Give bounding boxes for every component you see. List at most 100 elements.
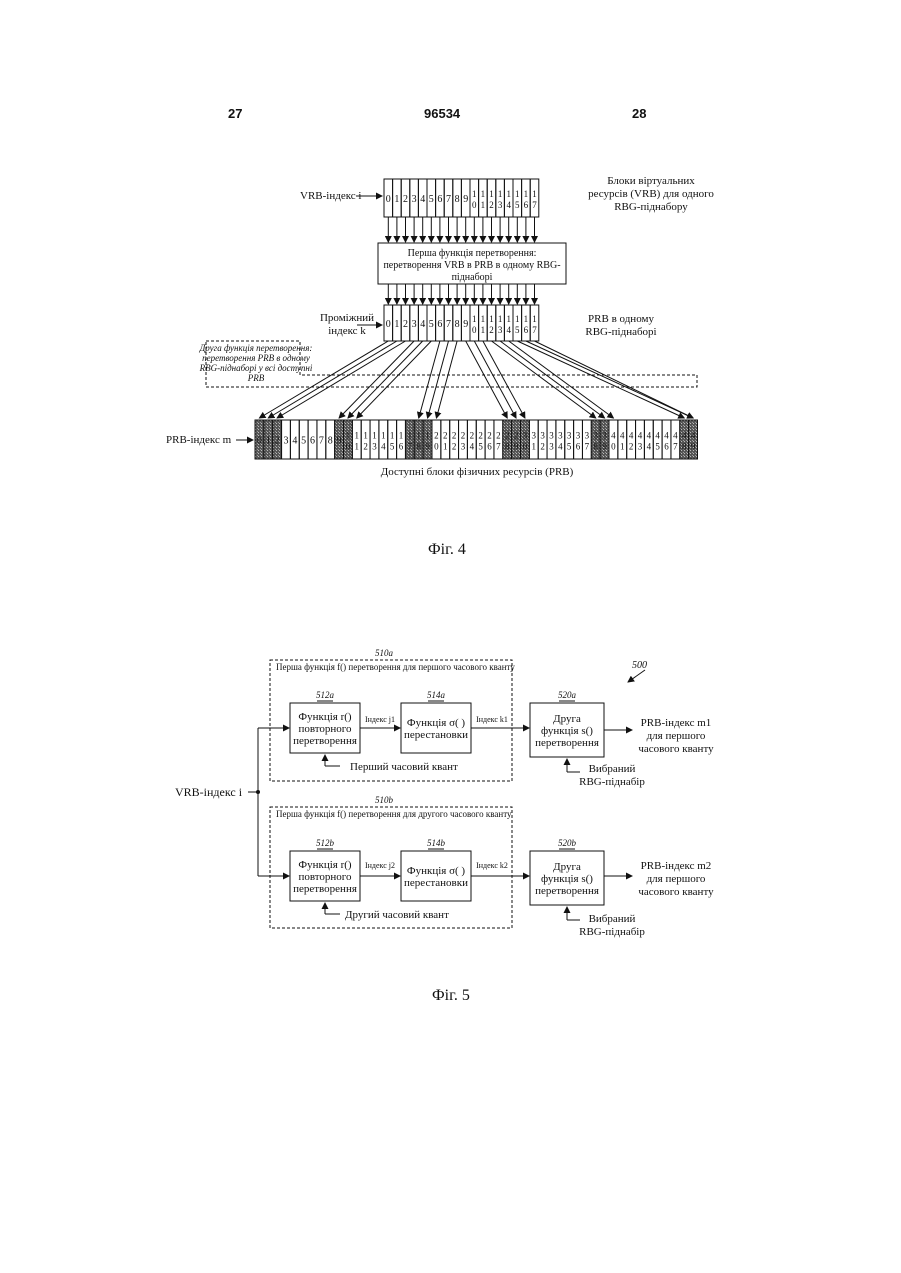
vrb-index-label: VRB-індекс i xyxy=(300,190,361,202)
k-cell-label: 7 xyxy=(532,325,537,335)
prb-cell-label: 8 xyxy=(505,442,510,452)
k-cell-label: 0 xyxy=(386,319,391,330)
intermediate-index-label: індекс k xyxy=(328,325,366,337)
prb-cell-label: 6 xyxy=(310,436,315,447)
index-k1-label: Індекс k1 xyxy=(476,715,508,724)
block-512b-text: перетворення xyxy=(293,883,357,895)
k-to-prb-arrow xyxy=(517,341,684,418)
vrb-cell-label: 6 xyxy=(437,194,442,205)
prb-cell-label: 3 xyxy=(558,431,563,441)
figure-5: 500VRB-індекс i510aПерша функція f() пер… xyxy=(175,648,714,938)
k-description: RBG-піднаборі xyxy=(585,326,656,338)
prb-cell-label: 3 xyxy=(585,431,590,441)
vrb-cell-label: 3 xyxy=(498,200,503,210)
prb-cell-label: 7 xyxy=(673,442,678,452)
vrb-cell-label: 1 xyxy=(489,189,494,199)
index-j1-label: Індекс j1 xyxy=(365,715,395,724)
block-520b-ref: 520b xyxy=(558,838,577,848)
block-514a-text: перестановки xyxy=(404,729,468,741)
vrb-cell-label: 9 xyxy=(463,194,468,205)
first-mapping-function-text: Перша функція перетворення: xyxy=(408,248,537,259)
prb-cell-label: 4 xyxy=(655,431,660,441)
k-cell-label: 2 xyxy=(489,325,494,335)
prb-cell-label: 3 xyxy=(638,442,643,452)
vrb-cell-label: 1 xyxy=(524,189,529,199)
k-cell-label: 5 xyxy=(429,319,434,330)
k-to-prb-arrow xyxy=(436,341,457,418)
prb-cell-label: 3 xyxy=(593,431,598,441)
prb-cell-label: 3 xyxy=(576,431,581,441)
group-510a-title: Перша функція f() перетворення для першо… xyxy=(276,662,515,672)
prb-cell-label: 0 xyxy=(523,442,528,452)
rbg-b-text: RBG-піднабір xyxy=(579,926,645,938)
figure-4-caption: Фіг. 4 xyxy=(428,541,466,559)
prb-cell-label: 3 xyxy=(567,431,572,441)
prb-cell-label: 3 xyxy=(540,431,545,441)
prb-cell-label: 3 xyxy=(523,431,528,441)
k-cell-label: 0 xyxy=(472,325,477,335)
vrb-cell-label: 4 xyxy=(420,194,425,205)
first-mapping-function-text: перетворення VRB в PRB в одному RBG- xyxy=(383,260,560,271)
k-to-prb-arrow xyxy=(428,341,449,418)
prb-cell-label: 2 xyxy=(629,442,634,452)
prb-cell-label: 2 xyxy=(275,436,280,447)
vrb-cell-label: 1 xyxy=(481,200,486,210)
prb-cell-label: 5 xyxy=(567,442,572,452)
k-to-prb-arrow xyxy=(535,341,694,418)
vrb-cell-label: 1 xyxy=(472,189,477,199)
output-a-text: PRB-індекс m1 xyxy=(641,717,712,729)
block-514b-text: Функція σ( ) xyxy=(407,865,466,877)
block-512a-text: повторного xyxy=(298,723,352,735)
k-cell-label: 4 xyxy=(420,319,425,330)
prb-cell-label: 9 xyxy=(602,442,607,452)
prb-cell-label: 4 xyxy=(620,431,625,441)
k-to-prb-arrow xyxy=(474,341,516,418)
prb-cell-label: 5 xyxy=(478,442,483,452)
k-description: PRB в одному xyxy=(588,313,654,325)
vrb-cell-label: 1 xyxy=(498,189,503,199)
block-512b-text: повторного xyxy=(298,871,352,883)
prb-cell-label: 1 xyxy=(399,431,404,441)
first-mapping-function-text: піднаборі xyxy=(452,272,493,283)
prb-cell-label: 9 xyxy=(425,442,430,452)
prb-cell-label: 4 xyxy=(647,442,652,452)
intermediate-index-label: Проміжний xyxy=(320,312,374,324)
vrb-description: RBG-піднабору xyxy=(614,201,688,213)
vrb-cell-label: 1 xyxy=(506,189,511,199)
prb-cell-label: 9 xyxy=(514,442,519,452)
prb-cell-label: 0 xyxy=(434,442,439,452)
group-510a-ref: 510a xyxy=(375,648,394,658)
prb-cell-label: 1 xyxy=(355,431,360,441)
k-cell-label: 5 xyxy=(515,325,520,335)
vrb-cell-label: 8 xyxy=(455,194,460,205)
k-cell-label: 1 xyxy=(394,319,399,330)
k-cell-label: 1 xyxy=(524,314,529,324)
block-514b-text: перестановки xyxy=(404,877,468,889)
vrb-cell-label: 4 xyxy=(506,200,511,210)
k-to-prb-arrow xyxy=(492,341,596,418)
block-512b-text: Функція r() xyxy=(298,859,352,871)
prb-caption: Доступні блоки фізичних ресурсів (PRB) xyxy=(381,466,574,478)
prb-cell-label: 3 xyxy=(549,431,554,441)
prb-cell-label: 2 xyxy=(443,431,448,441)
k-cell-label: 1 xyxy=(481,314,486,324)
k-to-prb-arrow xyxy=(339,341,414,418)
output-b-text: PRB-індекс m2 xyxy=(641,860,712,872)
prb-cell-label: 4 xyxy=(673,431,678,441)
block-520a-ref: 520a xyxy=(558,690,577,700)
prb-cell-label: 8 xyxy=(416,442,421,452)
block-514a-ref: 514a xyxy=(427,690,446,700)
prb-cell-label: 2 xyxy=(452,431,457,441)
index-j2-label: Індекс j2 xyxy=(365,861,395,870)
k-cell-label: 1 xyxy=(498,314,503,324)
second-mapping-function-text: PRB xyxy=(247,373,265,383)
k-to-prb-arrow xyxy=(500,341,604,418)
prb-cell-label: 3 xyxy=(602,431,607,441)
output-a-text: для першого xyxy=(647,730,706,742)
k-cell-label: 3 xyxy=(498,325,503,335)
prb-cell-label: 6 xyxy=(576,442,581,452)
prb-cell-label: 0 xyxy=(257,436,262,447)
k-cell-label: 1 xyxy=(472,314,477,324)
prb-cell-label: 1 xyxy=(372,431,377,441)
prb-cell-label: 4 xyxy=(664,431,669,441)
